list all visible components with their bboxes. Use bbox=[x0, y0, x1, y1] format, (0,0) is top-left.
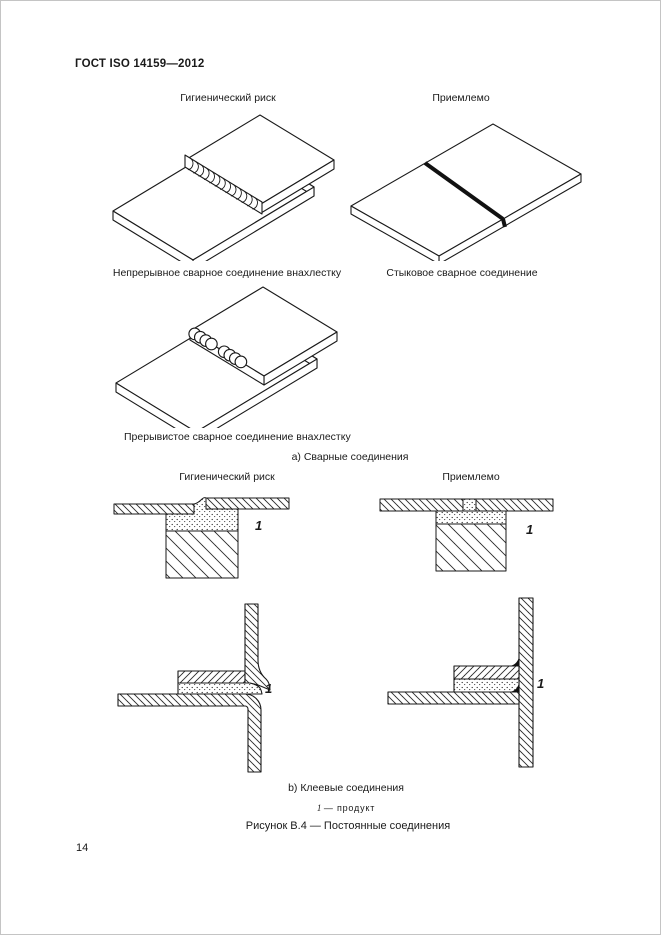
adhesive-layer bbox=[177, 682, 263, 695]
butt-weld-diagram bbox=[350, 123, 582, 261]
plate-left-face bbox=[350, 205, 440, 261]
continuous-weld-caption: Непрерывное сварное соединение внахлестк… bbox=[112, 267, 342, 279]
butt-weld-seam bbox=[423, 161, 505, 221]
welded-section-caption: а) Сварные соединения bbox=[291, 451, 409, 463]
bottom-plate-front-face bbox=[192, 186, 315, 261]
intermittent-weld-caption: Прерывистое сварное соединение внахлестк… bbox=[124, 431, 351, 443]
butt-weld-caption: Стыковое сварное соединение bbox=[386, 267, 538, 279]
part-marker: 1 bbox=[265, 681, 272, 696]
upper-flange bbox=[453, 665, 520, 680]
glued-section-caption: b) Клеевые соединения bbox=[288, 782, 404, 794]
adhesive-layer bbox=[453, 678, 520, 693]
legend-line: 1 — продукт bbox=[266, 803, 426, 813]
part-marker: 1 bbox=[537, 676, 544, 691]
glued-acceptable-label: Приемлемо bbox=[442, 471, 500, 483]
right-sheet bbox=[205, 497, 290, 510]
legend-text: — продукт bbox=[323, 803, 376, 813]
base-block bbox=[165, 530, 239, 579]
welded-risk-label: Гигиенический риск bbox=[180, 92, 276, 104]
glued-joint-acceptable-cross-section: 1 bbox=[379, 498, 554, 572]
document-header: ГОСТ ISO 14159—2012 bbox=[75, 58, 205, 70]
weld-scallops bbox=[187, 157, 258, 210]
intermittent-lap-weld-diagram bbox=[115, 286, 338, 428]
adhesive-fillet-top bbox=[510, 657, 519, 666]
bottom-plate-front-face bbox=[201, 358, 318, 428]
bottom-plate-left-face bbox=[112, 210, 194, 261]
adhesive-fillet-bottom bbox=[510, 683, 519, 692]
glued-risk-label: Гигиенический риск bbox=[179, 471, 275, 483]
part-marker: 1 bbox=[255, 518, 262, 533]
vertical-web bbox=[518, 597, 534, 768]
legend-symbol: 1 bbox=[316, 803, 322, 813]
glued-corner-risk-diagram: 1 bbox=[117, 603, 272, 773]
adhesive-layer bbox=[435, 510, 507, 525]
base-block bbox=[435, 523, 507, 572]
left-sheet bbox=[113, 503, 195, 515]
part-marker: 1 bbox=[526, 522, 533, 537]
butt-weld-seam-edge bbox=[501, 218, 507, 228]
page-number: 14 bbox=[76, 842, 89, 854]
plate-front-face bbox=[438, 173, 582, 261]
glued-joint-risk-cross-section: 1 bbox=[113, 497, 290, 579]
lower-sheet bbox=[387, 691, 520, 705]
weld-tack-group-2 bbox=[217, 345, 248, 369]
weld-band bbox=[184, 154, 263, 215]
lower-bent-sheet bbox=[117, 693, 262, 773]
weld-tack-group-1 bbox=[188, 327, 218, 351]
upper-web bbox=[244, 603, 271, 691]
glued-corner-acceptable-diagram: 1 bbox=[387, 597, 544, 768]
welded-acceptable-label: Приемлемо bbox=[432, 92, 490, 104]
figure-caption: Рисунок В.4 — Постоянные соединения bbox=[245, 820, 451, 832]
bottom-plate-left-face bbox=[115, 382, 191, 428]
flush-adhesive-plug bbox=[462, 498, 477, 512]
continuous-lap-weld-diagram bbox=[112, 114, 335, 261]
upper-flange bbox=[177, 670, 246, 684]
